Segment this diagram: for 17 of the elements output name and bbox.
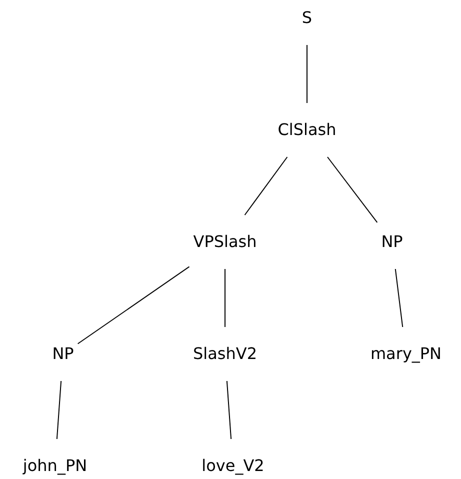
tree-branch-line — [77, 266, 190, 344]
tree-node-label: john_PN — [22, 456, 88, 475]
tree-branch-line — [306, 44, 308, 104]
tree-node-label: NP — [381, 232, 403, 251]
tree-branch-line — [244, 156, 288, 216]
tree-node-label: ClSlash — [278, 120, 336, 139]
tree-branch-line — [327, 156, 378, 223]
tree-node-label: S — [302, 8, 312, 27]
tree-branch-line — [56, 380, 62, 440]
tree-node-label: VPSlash — [193, 232, 257, 251]
tree-node-label: love_V2 — [202, 456, 264, 475]
tree-node-label: SlashV2 — [193, 344, 257, 363]
tree-branch-line — [394, 268, 404, 328]
tree-node-label: mary_PN — [370, 344, 442, 363]
tree-branch-line — [226, 380, 232, 440]
tree-node-label: NP — [52, 344, 74, 363]
tree-branch-line — [224, 268, 226, 328]
